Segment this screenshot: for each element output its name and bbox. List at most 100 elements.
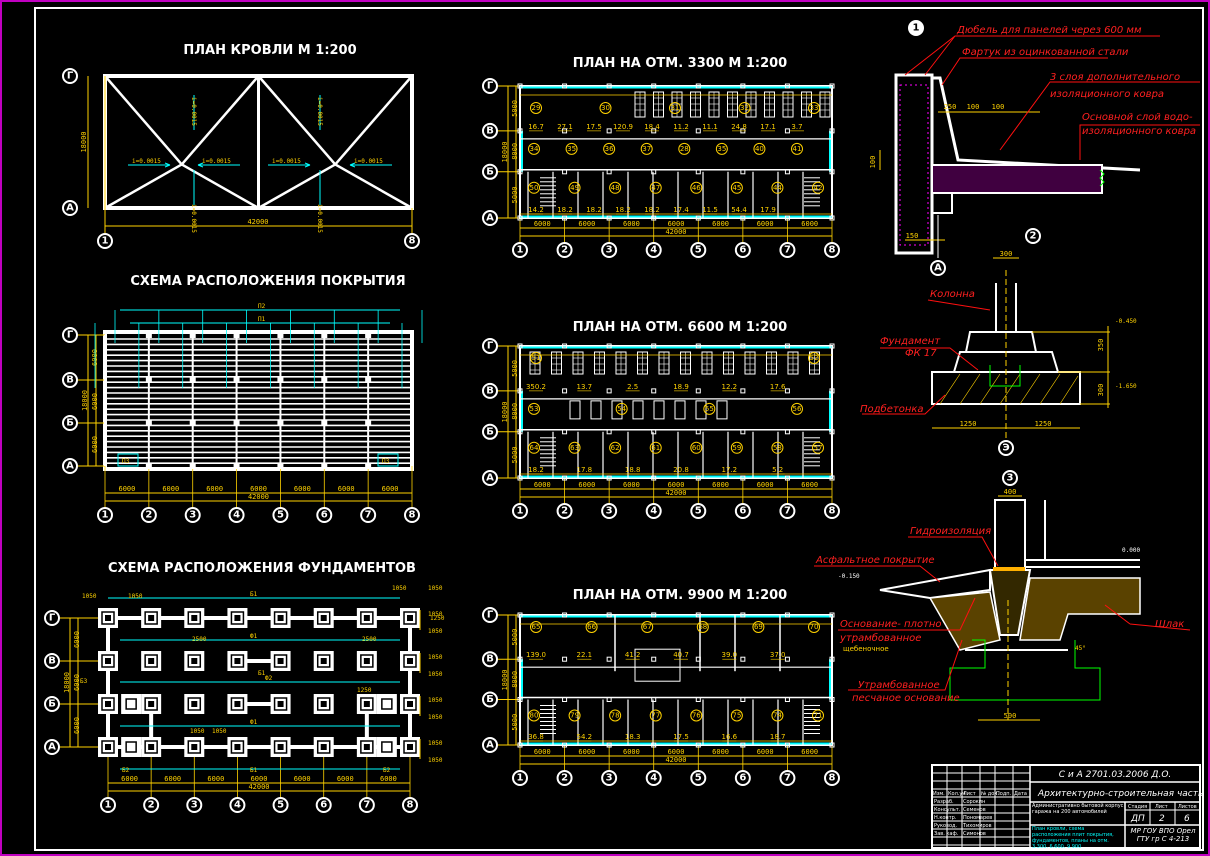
axis-label: В (48, 656, 56, 667)
drawing-code: С и А 2701.03.2006 Д.О. (1059, 770, 1172, 780)
room-area: 18.8 (625, 466, 641, 474)
dimension-text: 6000 (801, 481, 818, 489)
room-number-circle (528, 181, 540, 194)
overall-dimension: 18000 (501, 141, 509, 162)
axis-bubble (779, 242, 796, 258)
slope-label: i=0.0015 (272, 158, 301, 165)
slope-label: i=0.0015 (354, 158, 383, 165)
window-unit (716, 400, 728, 420)
room-area: 27.1 (557, 123, 573, 131)
level-mark: 0.000 (1122, 547, 1140, 554)
axis-bubble (404, 507, 420, 523)
column (606, 742, 612, 748)
room-number: 41 (793, 145, 802, 153)
column (517, 83, 523, 89)
room-number-circle (649, 441, 662, 454)
dimension-text: 6000 (623, 481, 640, 489)
axis-label: 1 (102, 510, 109, 521)
arrow-head (197, 162, 204, 168)
room-area: 12.2 (722, 383, 738, 391)
axis-bubble (316, 507, 333, 523)
column (651, 343, 657, 349)
detail-2-column-footing: 2 300 1250 1250 350 300 -0.450 -1.650 Э … (860, 228, 1137, 456)
axis-bubble (62, 327, 78, 343)
dimension-text: 1050 (428, 628, 443, 635)
room-number-circle (752, 621, 765, 633)
dimension-text: 6000 (712, 748, 729, 756)
slab-mark: П2 (258, 303, 266, 310)
beam-mark: Б2 (383, 767, 391, 774)
room-number-circle (808, 352, 820, 364)
covering-outline (103, 330, 414, 471)
room-area: 17.8 (577, 466, 593, 474)
roof-valley-line (334, 163, 413, 210)
axis-bubble (556, 503, 573, 519)
axis-label: 4 (650, 773, 657, 784)
room-area: 17.5 (673, 733, 689, 741)
axis-bubble (601, 242, 618, 258)
axis-bubble (143, 797, 160, 813)
callout-flashing: Фартук из оцинкованной стали (962, 47, 1129, 58)
axis-label: А (486, 213, 494, 224)
column (695, 429, 701, 435)
detail-2-axis: Э (1002, 443, 1009, 454)
axis-label: 8 (409, 236, 416, 247)
axis-label: Б (48, 699, 56, 710)
room-number: 74 (773, 712, 782, 720)
level-mark: -0.150 (838, 573, 860, 580)
dimension-text: 5000 (511, 629, 519, 646)
room-number-circle (585, 621, 598, 633)
axis-bubble (44, 739, 60, 755)
dimension-text: 6000 (757, 481, 774, 489)
room-area: 5.2 (772, 466, 783, 474)
room-number-circle (771, 441, 784, 454)
dimension-text: 1050 (428, 585, 443, 592)
column (829, 742, 835, 748)
axis-bubble (645, 503, 662, 519)
axis-label: 3 (606, 506, 613, 517)
room-number: 32 (740, 104, 749, 112)
column (517, 612, 523, 618)
column (784, 697, 790, 702)
room-number-circle (568, 709, 581, 722)
room-area: 11.1 (702, 123, 718, 131)
dimension-text: 6000 (251, 775, 268, 783)
room-number: 35 (717, 145, 726, 153)
room-number-circle (730, 441, 743, 454)
axis-label: 4 (650, 245, 657, 256)
room-area: 17.6 (770, 383, 786, 391)
column (562, 83, 568, 89)
room-area: 39.0 (722, 651, 738, 659)
dimension-text: 8000 (511, 143, 519, 160)
room-number-circle (528, 709, 540, 722)
dimension-text: 2500 (362, 636, 377, 643)
column (606, 612, 612, 618)
axis-bubble (824, 503, 840, 519)
slab-mark: П3 (122, 458, 130, 465)
column (695, 128, 701, 134)
room-number-circle (690, 709, 703, 722)
axis-label: А (48, 742, 56, 753)
axis-bubble (482, 423, 498, 440)
room-number-circle (791, 402, 803, 415)
column (695, 169, 701, 175)
dimension-text: 2500 (192, 636, 207, 643)
room-number-circle (812, 181, 824, 194)
room-number-circle (730, 181, 743, 194)
axis-label: В (486, 654, 494, 665)
column (740, 656, 746, 662)
axis-bubble (482, 163, 498, 180)
beam-mark: Б1 (250, 767, 258, 774)
room-area: 41.2 (625, 651, 641, 659)
covering-scheme-title: СХЕМА РАСПОЛОЖЕНИЯ ПОКРЫТИЯ (130, 274, 405, 289)
column (784, 475, 790, 481)
axis-bubble (601, 770, 618, 786)
axis-label: Б (486, 426, 494, 437)
dimension-text: 5000 (511, 446, 519, 463)
column (562, 429, 568, 435)
stair-hall (634, 648, 681, 682)
room-area: 3.7 (791, 123, 802, 131)
column (562, 169, 568, 175)
dimension-text: 6000 (382, 485, 399, 493)
dimension-text: 1050 (212, 728, 227, 735)
